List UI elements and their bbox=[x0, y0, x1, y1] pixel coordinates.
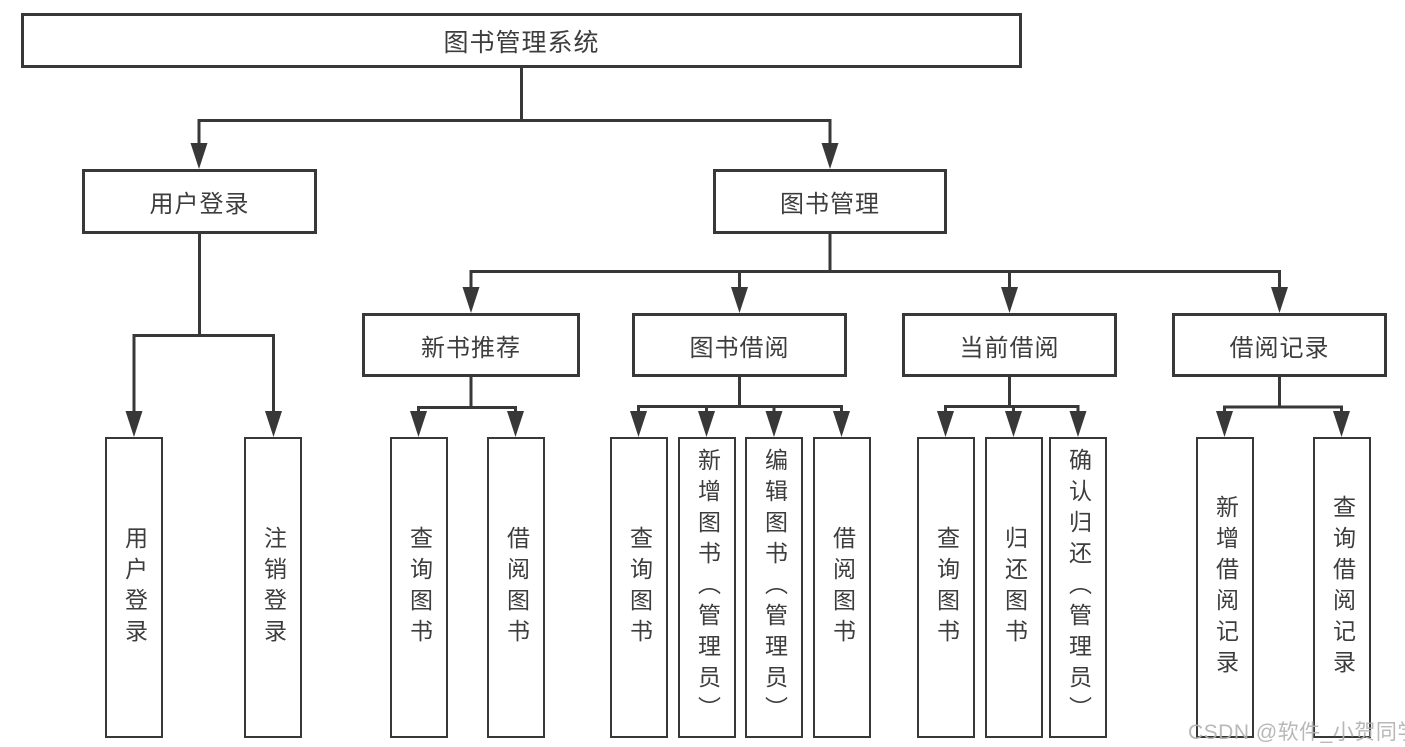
node-leaf-borrow-books-2: 借阅图书 bbox=[813, 437, 871, 738]
node-current-borrowing: 当前借阅 bbox=[902, 313, 1117, 377]
node-book-management: 图书管理 bbox=[713, 169, 947, 234]
node-leaf-confirm-return-admin: 确认归还（管理员） bbox=[1049, 437, 1107, 738]
node-user-login-label: 用户登录 bbox=[149, 191, 250, 218]
node-leaf-confirm-return-admin-label: 确认归还（管理员） bbox=[1065, 448, 1092, 727]
node-leaf-user-login: 用户登录 bbox=[105, 437, 163, 738]
node-leaf-query-books-3: 查询图书 bbox=[917, 437, 975, 738]
watermark: CSDN @软件_小贺同学 bbox=[1188, 721, 1405, 744]
node-leaf-add-book-admin: 新增图书（管理员） bbox=[678, 437, 736, 738]
node-borrowing-records-label: 借阅记录 bbox=[1229, 334, 1330, 362]
node-leaf-query-books-3-label: 查询图书 bbox=[933, 525, 960, 650]
node-root: 图书管理系统 bbox=[21, 13, 1022, 68]
node-leaf-return-book-label: 归还图书 bbox=[1001, 525, 1028, 650]
node-user-login: 用户登录 bbox=[82, 169, 317, 234]
connector-paths bbox=[132, 68, 1343, 414]
node-leaf-query-borrow-record: 查询借阅记录 bbox=[1313, 437, 1371, 738]
node-leaf-user-login-label: 用户登录 bbox=[121, 525, 148, 650]
node-leaf-edit-book-admin: 编辑图书（管理员） bbox=[745, 437, 803, 738]
node-leaf-add-borrow-record: 新增借阅记录 bbox=[1196, 437, 1254, 738]
node-root-label: 图书管理系统 bbox=[443, 28, 600, 57]
node-leaf-return-book: 归还图书 bbox=[985, 437, 1043, 738]
node-leaf-query-books-1-label: 查询图书 bbox=[406, 525, 433, 650]
node-leaf-query-books-1: 查询图书 bbox=[390, 437, 448, 738]
node-leaf-logout: 注销登录 bbox=[244, 437, 302, 738]
node-book-borrowing-label: 图书借阅 bbox=[689, 334, 790, 362]
node-book-borrowing: 图书借阅 bbox=[632, 313, 847, 377]
node-leaf-query-books-2-label: 查询图书 bbox=[626, 525, 653, 650]
connector-arrowheads bbox=[125, 143, 1350, 437]
node-leaf-query-borrow-record-label: 查询借阅记录 bbox=[1329, 494, 1356, 681]
node-leaf-edit-book-admin-label: 编辑图书（管理员） bbox=[761, 448, 788, 727]
node-leaf-borrow-books-1-label: 借阅图书 bbox=[503, 525, 530, 650]
node-book-management-label: 图书管理 bbox=[780, 191, 880, 218]
node-leaf-logout-label: 注销登录 bbox=[260, 525, 287, 650]
node-leaf-add-borrow-record-label: 新增借阅记录 bbox=[1212, 494, 1239, 681]
node-leaf-add-book-admin-label: 新增图书（管理员） bbox=[694, 448, 721, 727]
node-leaf-query-books-2: 查询图书 bbox=[610, 437, 668, 738]
node-leaf-borrow-books-1: 借阅图书 bbox=[487, 437, 545, 738]
node-new-book-recommend: 新书推荐 bbox=[362, 313, 580, 377]
node-current-borrowing-label: 当前借阅 bbox=[959, 334, 1060, 362]
node-leaf-borrow-books-2-label: 借阅图书 bbox=[829, 525, 856, 650]
node-borrowing-records: 借阅记录 bbox=[1172, 313, 1387, 377]
node-new-book-recommend-label: 新书推荐 bbox=[421, 334, 521, 362]
